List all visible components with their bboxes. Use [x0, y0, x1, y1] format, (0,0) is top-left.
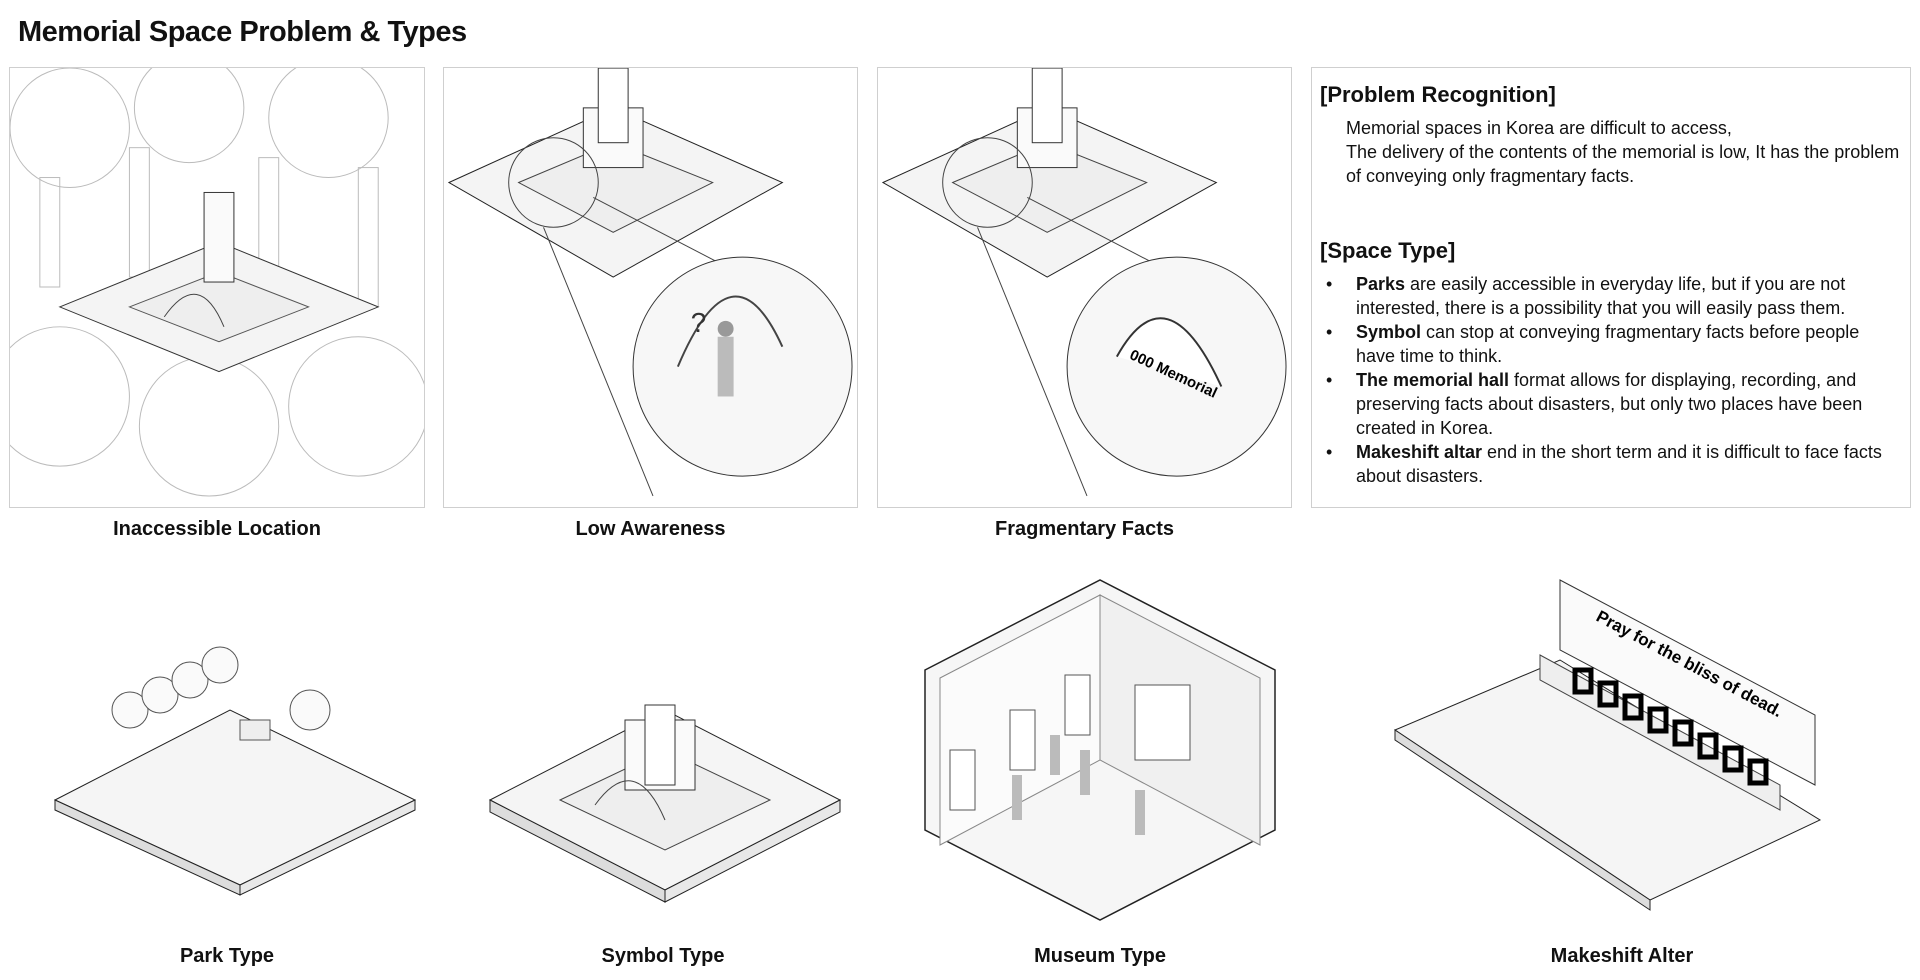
low-awareness-illustration: ? [443, 67, 858, 508]
caption-inaccessible-location: Inaccessible Location [113, 518, 321, 540]
list-item: Makeshift altar end in the short term an… [1320, 440, 1902, 488]
problem-recognition-text: Memorial spaces in Korea are difficult t… [1346, 118, 1900, 186]
makeshift-altar-illustration: Pray for the bliss of dead. [1390, 560, 1850, 940]
problem-recognition-heading: [Problem Recognition] [1320, 82, 1556, 107]
caption-low-awareness: Low Awareness [575, 518, 726, 540]
symbol-type-illustration [445, 560, 885, 940]
caption-museum-type: Museum Type [1034, 945, 1166, 967]
list-item: Parks are easily accessible in everyday … [1320, 272, 1902, 320]
caption-park-type: Park Type [179, 945, 275, 967]
description-panel: [Problem Recognition] Memorial spaces in… [1311, 67, 1911, 508]
list-item: The memorial hall format allows for disp… [1320, 368, 1902, 440]
caption-makeshift-alter: Makeshift Alter [1550, 945, 1694, 967]
list-item: Symbol can stop at conveying fragmentary… [1320, 320, 1902, 368]
caption-fragmentary-facts: Fragmentary Facts [995, 518, 1174, 540]
museum-type-illustration [880, 560, 1320, 940]
svg-text:?: ? [691, 307, 707, 338]
space-type-list: Parks are easily accessible in everyday … [1320, 272, 1902, 488]
space-type-heading: [Space Type] [1320, 238, 1456, 263]
caption-symbol-type: Symbol Type [601, 945, 725, 967]
page-title: Memorial Space Problem & Types [18, 16, 467, 48]
inaccessible-location-illustration [9, 67, 425, 508]
park-type-illustration [10, 560, 450, 940]
fragmentary-facts-illustration: 000 Memorial [877, 67, 1292, 508]
